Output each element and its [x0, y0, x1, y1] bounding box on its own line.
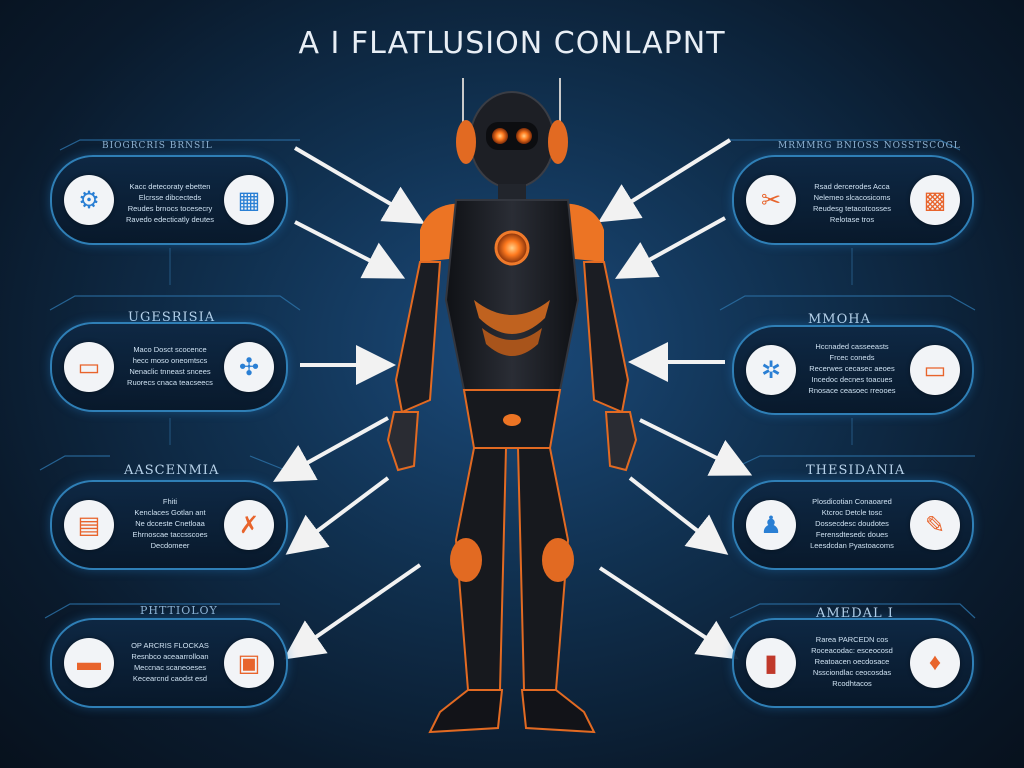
robot-hand-left	[386, 411, 420, 472]
robot-box-icon: ▩	[910, 175, 960, 225]
monitor-icon: ▤	[64, 500, 114, 550]
robot-ear-right	[548, 120, 568, 164]
page-title: A I FLATLUSION CONLAPNT	[298, 26, 726, 61]
section-label-right-3: THESIDANIA	[806, 463, 906, 478]
presentation-icon: ▭	[910, 345, 960, 395]
bracket-right-1	[730, 139, 961, 151]
section-label-right-4: AMEDAL I	[816, 606, 894, 621]
arrow-right-1a	[598, 138, 732, 223]
section-label-left-4: PHTTIOLOY	[140, 604, 218, 617]
section-label-left-1: BIOGRCRIS BRNSIL	[102, 141, 213, 151]
blueprint-icon: ▦	[224, 175, 274, 225]
robot-eye-left	[492, 128, 508, 144]
figure-icon: ✗	[224, 500, 274, 550]
robot-chest-stripe-2	[482, 328, 542, 356]
robot-torso	[444, 199, 580, 391]
arrow-left-1b	[294, 220, 406, 279]
bracket-right-4b	[729, 603, 976, 619]
gear-chat-icon: ⚙	[64, 175, 114, 225]
robot-neck	[498, 184, 526, 202]
arrows	[273, 138, 753, 660]
bracket-right-2	[719, 295, 976, 311]
laptop-icon: ▭	[64, 342, 114, 392]
drop-icon: ♦	[910, 638, 960, 688]
robot-foot-right	[520, 689, 596, 734]
person-icon: ♟	[746, 500, 796, 550]
robot-belt-badge	[503, 414, 521, 426]
robot-ear-left	[456, 120, 476, 164]
section-label-left-2: UGESRISIA	[128, 310, 216, 325]
robot-eye-right	[516, 128, 532, 144]
robot-core	[494, 230, 530, 266]
arrow-right-1b	[615, 216, 726, 279]
snowflake-icon: ✲	[746, 345, 796, 395]
arrow-left-3b	[285, 476, 390, 555]
pen-icon: ✎	[910, 500, 960, 550]
robot-chest-stripe-1	[474, 300, 550, 334]
arrow-left-3a	[273, 416, 389, 482]
arrow-left-4	[283, 563, 422, 660]
bracket-right-4	[44, 603, 280, 619]
tools-icon: ✂	[746, 175, 796, 225]
robot-arm-left	[394, 261, 442, 414]
robot-knee-right	[542, 538, 574, 582]
robot-foot-left	[428, 689, 504, 734]
arrow-right-3b	[628, 476, 729, 555]
section-label-left-3: AASCENMIA	[124, 463, 220, 478]
arrow-right-3a	[639, 418, 753, 476]
guide-lines	[169, 248, 853, 445]
robot-knee-left	[450, 538, 482, 582]
arrow-left-1a	[293, 146, 425, 225]
tablet-icon: ▬	[64, 638, 114, 688]
section-label-right-1: MRMMRG BNIOSS NOSSTSCOGL	[778, 141, 961, 151]
network-icon: ✣	[224, 342, 274, 392]
robot-hand-right	[604, 411, 638, 472]
screen-icon: ▮	[746, 638, 796, 688]
robot-arm-right	[582, 261, 630, 414]
robot-figure	[386, 78, 638, 734]
arrow-right-4	[598, 566, 739, 660]
bracket-left-1	[59, 139, 300, 151]
section-brackets	[39, 139, 976, 619]
section-label-right-2: MMOHA	[808, 312, 872, 327]
device-icon: ▣	[224, 638, 274, 688]
bracket-left-2	[49, 295, 301, 311]
